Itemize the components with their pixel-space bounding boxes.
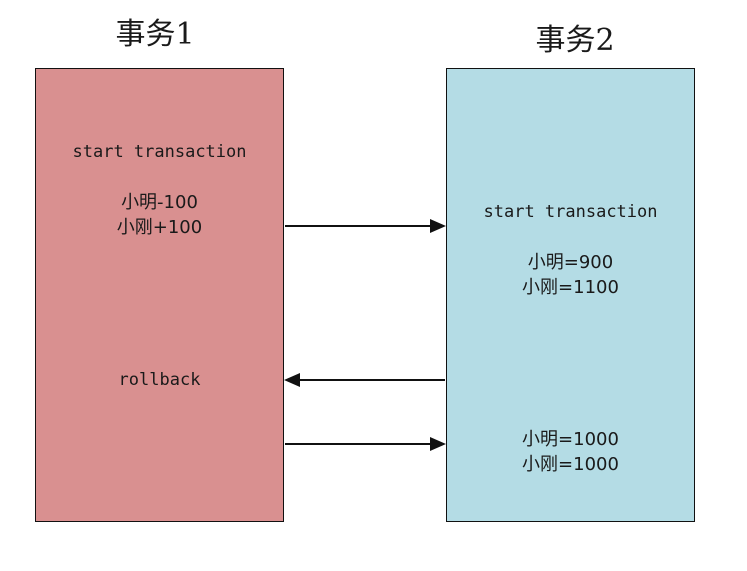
tx1-start-transaction-label: start transaction [72,142,247,162]
transaction-2-box [446,68,695,522]
tx2-read-xiaoming-1000-label: 小明=1000 [522,429,619,450]
transaction-1-box [35,68,284,522]
tx2-read-xiaogang-1100-label: 小刚=1100 [522,277,619,298]
tx2-start-transaction-label: start transaction [483,202,658,222]
tx1-debit-label: 小明-100 [121,192,198,213]
tx1-credit-label: 小刚+100 [116,217,203,238]
tx2-read-xiaogang-1000-label: 小刚=1000 [522,454,619,475]
arrow-tx1-to-tx2-after-rollback [285,437,446,451]
tx2-read-xiaoming-900-label: 小明=900 [527,252,614,273]
transaction-1-title: 事务1 [115,17,195,52]
arrow-tx1-to-tx2-after-update [285,219,446,233]
arrow-tx2-to-tx1-before-rollback [284,373,445,387]
tx1-rollback-label: rollback [118,370,201,390]
transaction-2-title: 事务2 [535,23,615,58]
